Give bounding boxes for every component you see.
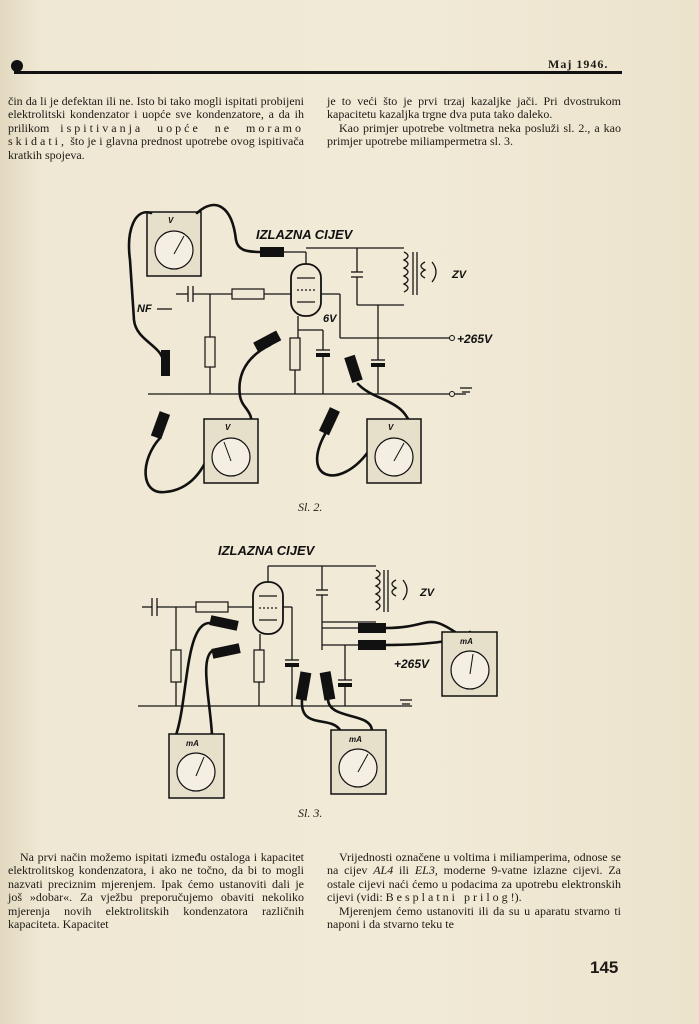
fig3-milliammeter-right: mA (441, 631, 498, 697)
fig2-heater-voltage: 6V (323, 313, 338, 325)
fig2-voltmeter-right: V (366, 418, 422, 484)
fig2-voltmeter-left: V (203, 418, 259, 484)
figure-2-circuit: IZLAZNA CIJEV V 6V (127, 203, 493, 494)
tube-type-al4: AL4 (373, 863, 394, 878)
page-number: 145 (590, 958, 619, 977)
top-left-text2: što je i glavna prednost upotrebe ovog i… (8, 134, 304, 162)
fig3-speaker-label: ZV (419, 587, 436, 599)
top-right-paragraph-1: je to veći što je prvi trzaj kazaljke ja… (327, 94, 621, 122)
svg-text:mA: mA (460, 637, 473, 646)
fig2-output-tube (290, 263, 322, 317)
free-supplement-ref: Besplatni prilog (385, 890, 511, 905)
fig3-milliammeter-left: mA (168, 733, 225, 799)
bottom-left-column: Na prvi način možemo ispitati između ost… (8, 850, 304, 932)
fig2-tube-label: IZLAZNA CIJEV (256, 227, 354, 242)
bottom-right-column: Vrijednosti označene u voltima i miliamp… (327, 850, 621, 932)
top-left-text: čin da li je defektan ili ne. Isto bi ta… (8, 94, 304, 135)
svg-text:V: V (168, 216, 174, 225)
top-right-column: je to veći što je prvi trzaj kazaljke ja… (327, 94, 621, 149)
fig2-voltmeter-top: V (146, 211, 202, 277)
fig2-supply-voltage: +265V (457, 332, 493, 346)
figure-3-caption: Sl. 3. (298, 806, 323, 820)
svg-text:mA: mA (349, 735, 362, 744)
fig3-supply-voltage: +265V (394, 657, 430, 671)
fig2-probe (161, 350, 170, 376)
top-right-paragraph-2: Kao primjer upotrebe voltmetra neka posl… (327, 120, 621, 149)
figure-3-circuit: IZLAZNA CIJEV ZV (138, 543, 498, 799)
fig3-tube-label: IZLAZNA CIJEV (218, 543, 316, 558)
svg-text:V: V (388, 423, 394, 432)
svg-text:V: V (225, 423, 231, 432)
top-left-column: čin da li je defektan ili ne. Isto bi ta… (8, 94, 304, 162)
issue-date: Maj 1946. (548, 57, 609, 71)
bottom-left-paragraph: Na prvi način možemo ispitati između ost… (8, 850, 304, 932)
fig3-milliammeter-center: mA (330, 729, 387, 795)
bottom-right-paragraph-1: Vrijednosti označene u voltima i miliamp… (327, 850, 621, 905)
tube-type-el3: EL3 (414, 863, 435, 878)
fig2-speaker-label: ZV (451, 269, 468, 281)
header-bullet (11, 60, 23, 72)
top-left-spaced: ispitivanja uopće ne moramo skidati, (8, 120, 304, 149)
bottom-right-paragraph-2: Mjerenjem ćemo ustanoviti ili da su u ap… (327, 903, 621, 932)
fig2-nf-label: NF (137, 303, 152, 315)
svg-text:mA: mA (186, 739, 199, 748)
figure-2-caption: Sl. 2. (298, 500, 323, 514)
header-rule (14, 71, 622, 74)
